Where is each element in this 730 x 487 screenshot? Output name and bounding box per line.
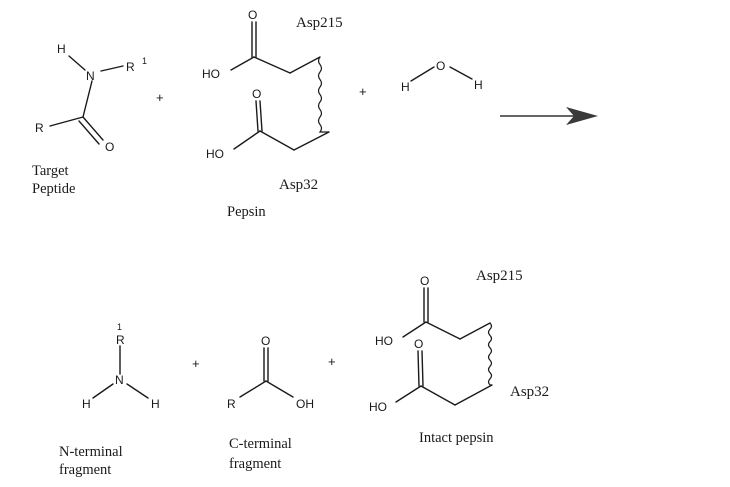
n-terminal-atom-r-superscript: 1 — [117, 322, 122, 332]
atom-o: O — [105, 140, 114, 154]
intact-pepsin-residue-asp215: Asp215 — [476, 268, 523, 284]
bond-bottom-c-o-1 — [255, 100, 259, 132]
bond-bottom-c-ho — [395, 385, 422, 403]
bond-n-r1 — [100, 65, 124, 72]
intact-pepsin-residue-asp32: Asp32 — [510, 384, 549, 400]
n-terminal-atom-h-right: H — [151, 397, 160, 411]
bond-n-c — [82, 80, 93, 118]
bond-h-o-left — [410, 66, 435, 82]
atom-o-bottom: O — [252, 87, 261, 101]
intact-atom-ho-bottom: HO — [369, 400, 387, 414]
bond-top-c-ho — [230, 56, 255, 71]
atom-o-top: O — [248, 8, 257, 22]
atom-h: H — [57, 42, 66, 56]
water-atom-h-right: H — [474, 78, 483, 92]
atom-n: N — [86, 69, 95, 83]
bond-o-h-right — [449, 66, 473, 80]
bond-top-ch2-backbone — [459, 322, 491, 340]
bond-c-r — [239, 380, 267, 398]
c-terminal-atom-o: O — [261, 334, 270, 348]
bond-c-o-1 — [82, 116, 104, 141]
bond-bottom-c-ho — [233, 130, 261, 150]
plus-sign-3: + — [192, 356, 200, 371]
n-terminal-caption-line1: N-terminal — [59, 444, 123, 460]
n-terminal-caption-line2: fragment — [59, 462, 111, 478]
atom-ho-bottom: HO — [206, 147, 224, 161]
pepsin-backbone-wavy — [317, 56, 329, 133]
c-terminal-atom-oh: OH — [296, 397, 314, 411]
water-atom-h-left: H — [401, 80, 410, 94]
target-peptide-structure: H N R 1 R O — [35, 42, 147, 154]
intact-pepsin-backbone-wavy — [487, 322, 493, 386]
pepsin-residue-asp32: Asp32 — [279, 177, 318, 193]
bond-c-oh — [265, 380, 294, 398]
bond-n-h-right — [126, 383, 149, 399]
bond-n-h-left — [92, 383, 114, 399]
bond-bottom-c-ch2 — [420, 385, 456, 406]
bond-bottom-c-o-2 — [259, 100, 263, 132]
intact-pepsin-caption: Intact pepsin — [419, 430, 494, 446]
water-structure: H O H — [401, 59, 483, 94]
bond-bottom-ch2-backbone — [454, 384, 493, 406]
plus-sign-4: + — [328, 354, 336, 369]
bond-bottom-c-o-2 — [421, 350, 424, 387]
bond-top-c-ho — [402, 321, 427, 338]
bond-top-c-ch2 — [253, 56, 291, 74]
c-terminal-fragment-structure: O R OH — [227, 334, 314, 411]
atom-r1: R — [126, 60, 135, 74]
bond-bottom-c-ch2 — [259, 130, 295, 151]
atom-ho-top: HO — [202, 67, 220, 81]
target-peptide-caption-line2: Peptide — [32, 181, 76, 197]
intact-atom-ho-top: HO — [375, 334, 393, 348]
pepsin-caption: Pepsin — [227, 204, 266, 220]
c-terminal-caption-line1: C-terminal — [229, 436, 292, 452]
intact-pepsin-structure: O HO O HO — [369, 274, 493, 414]
intact-atom-o-bottom: O — [414, 337, 423, 351]
bond-h-n — [68, 55, 86, 71]
intact-atom-o-top: O — [420, 274, 429, 288]
bond-c-o-2 — [78, 120, 100, 145]
atom-r: R — [35, 121, 44, 135]
c-terminal-atom-r: R — [227, 397, 236, 411]
pepsin-residue-asp215: Asp215 — [296, 15, 343, 31]
atom-r1-superscript: 1 — [142, 56, 147, 66]
bond-c-r — [49, 116, 84, 127]
pepsin-structure: O HO O HO — [202, 8, 330, 161]
bond-top-c-ch2 — [425, 321, 461, 340]
bond-bottom-ch2-backbone — [293, 131, 330, 151]
reaction-arrow — [500, 107, 598, 125]
n-terminal-atom-r: R — [116, 333, 125, 347]
n-terminal-atom-h-left: H — [82, 397, 91, 411]
plus-sign-1: + — [156, 90, 164, 105]
c-terminal-caption-line2: fragment — [229, 456, 281, 472]
water-atom-o: O — [436, 59, 445, 73]
bond-top-ch2-backbone — [289, 56, 321, 74]
plus-sign-2: + — [359, 84, 367, 99]
target-peptide-caption-line1: Target — [32, 163, 69, 179]
bond-bottom-c-o-1 — [417, 350, 420, 387]
n-terminal-fragment-structure: 1 R N H H — [82, 322, 160, 411]
n-terminal-atom-n: N — [115, 373, 124, 387]
